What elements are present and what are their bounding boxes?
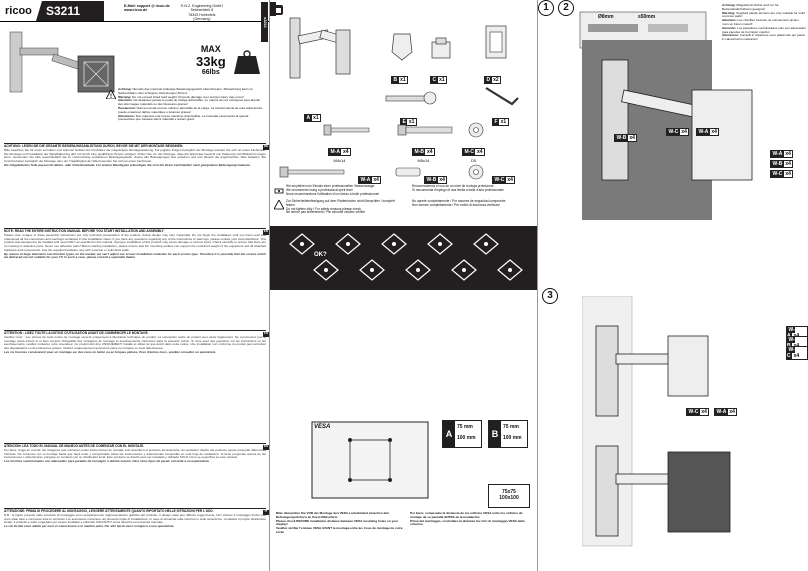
anchor-w-b-image: [395, 167, 421, 177]
contact-info: E-Mail: support @ ricoo.de www.ricoo.de: [124, 4, 170, 13]
legend-level-text: Wir empfehlen ein Einsatz einer professi…: [286, 184, 380, 196]
p3-warning-de: Achtung: Mitgelieferte Dübel sind nur fü…: [722, 3, 779, 11]
caution-icon: [274, 200, 284, 210]
page-1: ricoo S3211 E-Mail: support @ ricoo.de w…: [0, 0, 270, 571]
lang-block-en: EN NOTE: READ THE ENTIRE INSTRUCTION MAN…: [4, 228, 269, 311]
warning-en: Warning: Do not exceed listed load weigh…: [118, 94, 244, 99]
step-number-1: 1: [538, 0, 554, 16]
side-code-badge: s3211: [261, 2, 268, 42]
p3-warning-en: Warning: Supplied plastic anchors are on…: [722, 10, 805, 19]
step-number-3: 3: [542, 288, 558, 304]
legend-level-text-2: Recomendamos el uso de un nivel de burbu…: [412, 184, 504, 192]
screw-m-b-image: [397, 124, 453, 136]
spirit-level-icon: [274, 188, 284, 194]
part-c-image: [431, 37, 451, 59]
part-d-image: [485, 25, 507, 59]
model-number: S3211: [36, 1, 104, 21]
p3-warning-it: Attenzione: I tasselli in dotazione sono…: [722, 33, 805, 42]
lang-block-it: IT ATTENZIONE: PRIMA DI PROCEDERE AL MON…: [4, 508, 269, 568]
header: ricoo S3211 E-Mail: support @ ricoo.de w…: [0, 0, 269, 42]
vesa-note-right: Por favor, compruebe la distancia de los…: [410, 511, 525, 527]
step-number-2: 2: [558, 0, 574, 16]
monitor-back-image: [311, 421, 429, 499]
part-a-arm-image: [289, 17, 351, 79]
legend-tighten-text: Zur Sicherheitsbefestigung auf dem Platt…: [286, 199, 395, 215]
wall-mount-step-image: [582, 40, 753, 220]
warning-es: Precaución: Nunca exceda el peso máximo …: [118, 105, 262, 114]
screw-m-a-image: [323, 124, 370, 136]
vesa-note-left: Bitte überprüfen Sie VOR der Montage den…: [276, 511, 403, 534]
wall-anchor-warnings: Achtung: Mitgelieferte Dübel sind nur fü…: [722, 3, 806, 42]
warning-triangle-icon: !: [106, 90, 116, 99]
brand-logo: ricoo: [5, 5, 32, 17]
drill-depth: ≥50mm: [638, 14, 656, 20]
max-load-badge: MAX 33kg 66lbs: [196, 44, 226, 76]
lang-block-fr: FR ATTENTION : LISEZ TOUTE LA NOTICE D'U…: [4, 330, 269, 435]
weight-warnings: ! Achtung: Niemals das maximal zulässige…: [106, 87, 266, 122]
drill-bit: Ø8mm: [598, 14, 614, 20]
warning-de: Achtung: Niemals das maximal zulässige B…: [118, 87, 253, 95]
warning-fr: Attention: Ne dépassez jamais le poids d…: [118, 98, 261, 107]
vesa-a-box: A 75 mm 100 mm: [442, 420, 482, 448]
vesa-label: VESA: [314, 424, 331, 430]
p3-warning-fr: Attention: Les chevilles fournies ne con…: [722, 18, 799, 26]
part-f-allen-key-image: [485, 87, 519, 106]
checklist-icons: [289, 233, 523, 281]
warning-it: Attenzione: Non superare mai il peso mas…: [118, 113, 249, 122]
svg-text:!: !: [110, 94, 112, 99]
screw-w-a-image: [279, 166, 345, 178]
monitor-mount-step-image: [582, 296, 731, 547]
company-address: E.N.Z. Engineering GmbH Seicherblieh 8 7…: [181, 4, 223, 22]
p3-warning-es: Atención: Los pasadores suministrados só…: [722, 25, 806, 34]
washer-w-c-image: [468, 164, 484, 180]
vesa-b-box: B 75 mm 100 mm: [488, 420, 528, 448]
legend-tighten-text-2: No apriete completamente / Por razones d…: [412, 199, 506, 207]
vesa-size-box: 75x75 100x100: [488, 484, 530, 508]
lang-block-de: DE ACHTUNG: LESEN SIE DIE GESAMTE BEDIEN…: [4, 143, 269, 227]
checklist-band: [270, 226, 537, 290]
washer-m-c-image: [468, 122, 484, 138]
lang-block-es: ES ATENCIÓN: LEA TODO EL MANUAL DE MANEJ…: [4, 443, 269, 505]
part-b-image: [391, 33, 413, 61]
ok-check-label: OK?: [314, 252, 327, 258]
weight-icon: [234, 50, 260, 74]
page-tab: [270, 2, 276, 16]
product-image: [9, 31, 115, 93]
part-e-wrench-image: [385, 91, 437, 105]
